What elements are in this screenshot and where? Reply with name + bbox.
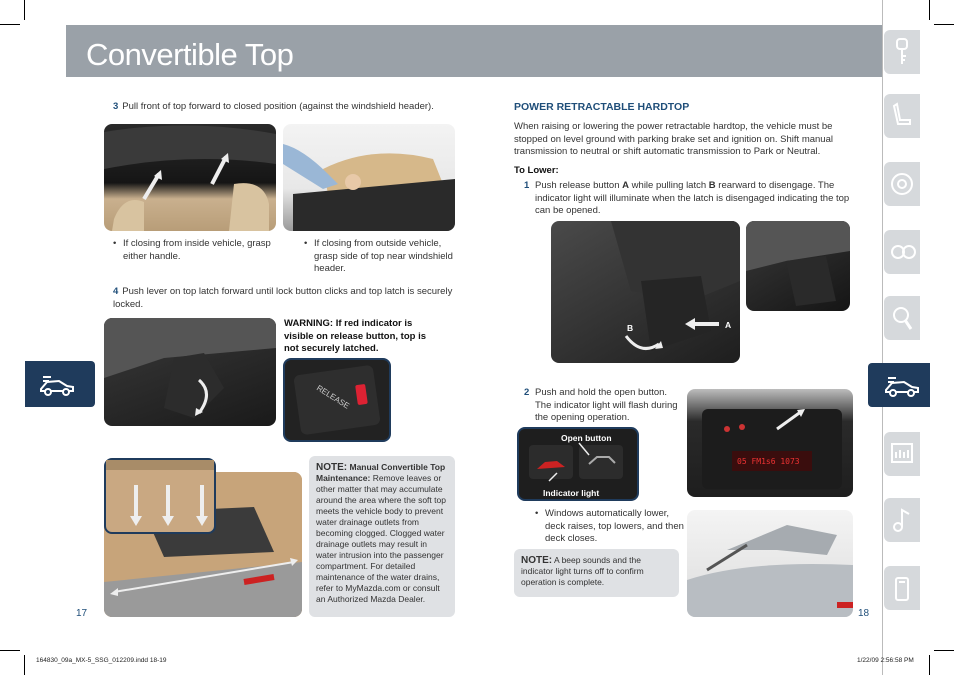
label-a: A [725, 320, 732, 330]
tab-seat[interactable] [884, 94, 920, 138]
page-title: Convertible Top [86, 37, 294, 72]
audio-icon [891, 443, 913, 463]
footer-timestamp: 1/22/09 2:56:58 PM [857, 657, 914, 664]
bullet-inside: • If closing from inside vehicle, grasp … [113, 238, 271, 262]
gauges-icon [891, 245, 916, 259]
note-label: NOTE: [521, 555, 553, 566]
open-button-callout: Open button Indicator light [517, 427, 639, 501]
release-button: RELEASE [293, 364, 381, 436]
phone-icon [895, 577, 909, 601]
dashboard-illustration [702, 409, 842, 489]
crop-mark [0, 650, 20, 651]
open-button-illustration [529, 442, 623, 482]
step-text: Pull front of top forward to closed posi… [122, 101, 434, 112]
photo-exterior-grasp [283, 124, 455, 231]
step-number: 1 [524, 180, 530, 191]
photo-interior-handles [104, 124, 276, 231]
step-number: 3 [113, 101, 119, 112]
seat-icon [892, 102, 911, 125]
crop-mark [24, 0, 25, 20]
tab-search[interactable] [884, 296, 920, 340]
page-spine [882, 0, 883, 675]
section-tab-convertible-left[interactable] [25, 361, 95, 407]
tab-audio[interactable] [884, 432, 920, 476]
tab-gauges[interactable] [884, 230, 920, 274]
handles-illustration [104, 125, 276, 231]
tab-music[interactable] [884, 498, 920, 542]
key-icon [896, 38, 908, 64]
warning-text: WARNING: If red indicator is visible on … [284, 318, 426, 354]
crop-mark [929, 0, 930, 20]
drain-arrows [106, 460, 214, 526]
convertible-car-icon [40, 376, 74, 396]
tab-key[interactable] [884, 30, 920, 74]
tab-phone[interactable] [884, 566, 920, 610]
step-number: 4 [113, 286, 119, 297]
label-b: B [627, 323, 634, 333]
crop-mark [0, 24, 20, 25]
car-illustration [687, 525, 853, 617]
step-text: Push lever on top latch forward until lo… [113, 286, 453, 310]
exterior-illustration [283, 144, 455, 231]
red-indicator [355, 383, 368, 406]
photo-latch-detail [746, 221, 850, 311]
intro-text: When raising or lowering the power retra… [514, 121, 833, 157]
convertible-car-icon [885, 377, 919, 397]
note-text: A beep sounds and the indicator light tu… [521, 555, 644, 587]
section-tab-convertible-right[interactable] [868, 363, 930, 407]
note-title: Manual Convertible Top Maintenance: [316, 462, 446, 483]
indicator-light-label: Indicator light [543, 488, 600, 498]
step-number: 2 [524, 387, 530, 398]
latch-detail-illustration [746, 221, 850, 306]
open-button-label: Open button [561, 433, 612, 443]
drain-area-callout [104, 458, 216, 534]
note-maintenance: NOTE: Manual Convertible Top Maintenance… [309, 456, 455, 617]
bullet-windows: • Windows automatically lower, deck rais… [535, 508, 684, 544]
release-button-callout: RELEASE [283, 358, 391, 442]
step-2: 2 Push and hold the open button. The ind… [524, 387, 678, 423]
music-note-icon [893, 508, 910, 532]
page-header: Convertible Top [66, 25, 882, 77]
bullet-outside: • If closing from outside vehicle, grasp… [304, 238, 453, 274]
note-label: NOTE: [316, 462, 348, 473]
magnifier-icon [893, 307, 913, 330]
footer-file: 164830_09a_MX-5_SSG_012209.indd 18-19 [36, 657, 167, 664]
crop-mark [929, 655, 930, 675]
crop-mark [24, 655, 25, 675]
photo-deck-raised [687, 510, 853, 617]
tab-steering[interactable] [884, 162, 920, 206]
latch-illustration [104, 318, 276, 418]
note-beep: NOTE: A beep sounds and the indicator li… [514, 549, 679, 597]
section-heading: POWER RETRACTABLE HARDTOP [514, 101, 690, 113]
photo-release-latch: A B [551, 221, 740, 363]
latch-ab-illustration [611, 221, 740, 351]
photo-dashboard: 05 FM1s6 1073 [687, 389, 853, 497]
release-label: RELEASE [314, 383, 352, 411]
note-text: Remove leaves or other matter that may a… [316, 473, 446, 604]
step-1: 1 Push release button A while pulling la… [524, 180, 850, 216]
steering-wheel-icon [891, 173, 913, 195]
crop-mark [934, 24, 954, 25]
to-lower-label: To Lower: [514, 165, 559, 176]
page-number-left: 17 [76, 608, 88, 619]
page-number-right: 18 [858, 608, 870, 619]
radio-display: 05 FM1s6 1073 [737, 457, 800, 466]
crop-mark [934, 650, 954, 651]
photo-top-latch [104, 318, 276, 426]
